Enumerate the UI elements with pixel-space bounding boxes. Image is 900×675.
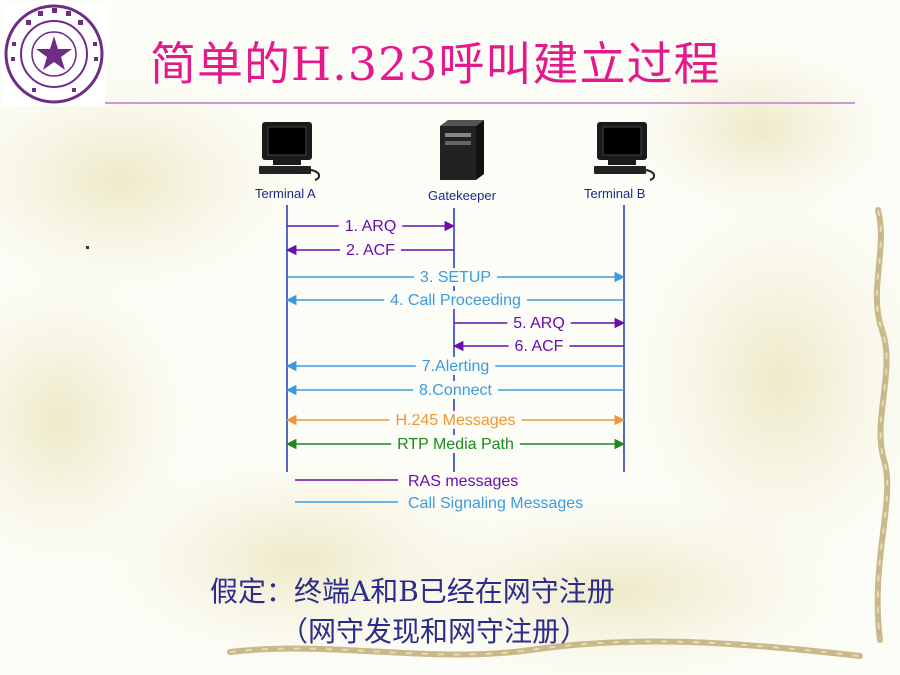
message-label-backdrop [338, 217, 403, 235]
legend-label-signaling: Call Signaling Messages [408, 495, 583, 512]
message-label-7-alerting: 7.Alerting [422, 358, 490, 375]
message-label-backdrop [507, 314, 571, 332]
page-title: 简单的H.323呼叫建立过程 [150, 37, 721, 91]
note-line-1: 假定：终端A和B已经在网守注册 [210, 575, 615, 608]
message-label-backdrop [384, 291, 527, 309]
message-label-h-245-messages: H.245 Messages [395, 412, 515, 429]
tsinghua-seal-logo [2, 2, 106, 106]
message-label-6-acf: 6. ACF [515, 338, 564, 355]
message-label-backdrop [391, 435, 520, 453]
message-label-backdrop [415, 357, 496, 375]
note-line-2: （网守发现和网守注册） [280, 615, 589, 648]
message-label-3-setup: 3. SETUP [420, 269, 491, 286]
message-label-backdrop [340, 241, 401, 259]
terminal-a-computer-terminal-icon [259, 122, 321, 181]
message-label-5-arq: 5. ARQ [513, 315, 565, 332]
node-label-terminal-b: Terminal B [584, 186, 646, 201]
title-divider [105, 102, 855, 104]
message-label-rtp-media-path: RTP Media Path [397, 436, 514, 453]
message-label-backdrop [413, 381, 498, 399]
message-label-backdrop [508, 337, 570, 355]
message-label-8-connect: 8.Connect [419, 382, 492, 399]
node-label-terminal-a: Terminal A [255, 186, 316, 201]
node-label-gatekeeper: Gatekeeper [428, 188, 496, 203]
message-label-backdrop [413, 268, 498, 286]
terminal-b-computer-terminal-icon [594, 122, 656, 181]
message-label-1-arq: 1. ARQ [345, 218, 397, 235]
stray-dot [86, 246, 89, 249]
message-label-2-acf: 2. ACF [346, 242, 395, 259]
legend-label-ras: RAS messages [408, 473, 518, 490]
message-label-backdrop [389, 411, 522, 429]
gatekeeper-server-tower-icon [440, 120, 484, 180]
message-label-4-call-proceeding: 4. Call Proceeding [390, 292, 521, 309]
